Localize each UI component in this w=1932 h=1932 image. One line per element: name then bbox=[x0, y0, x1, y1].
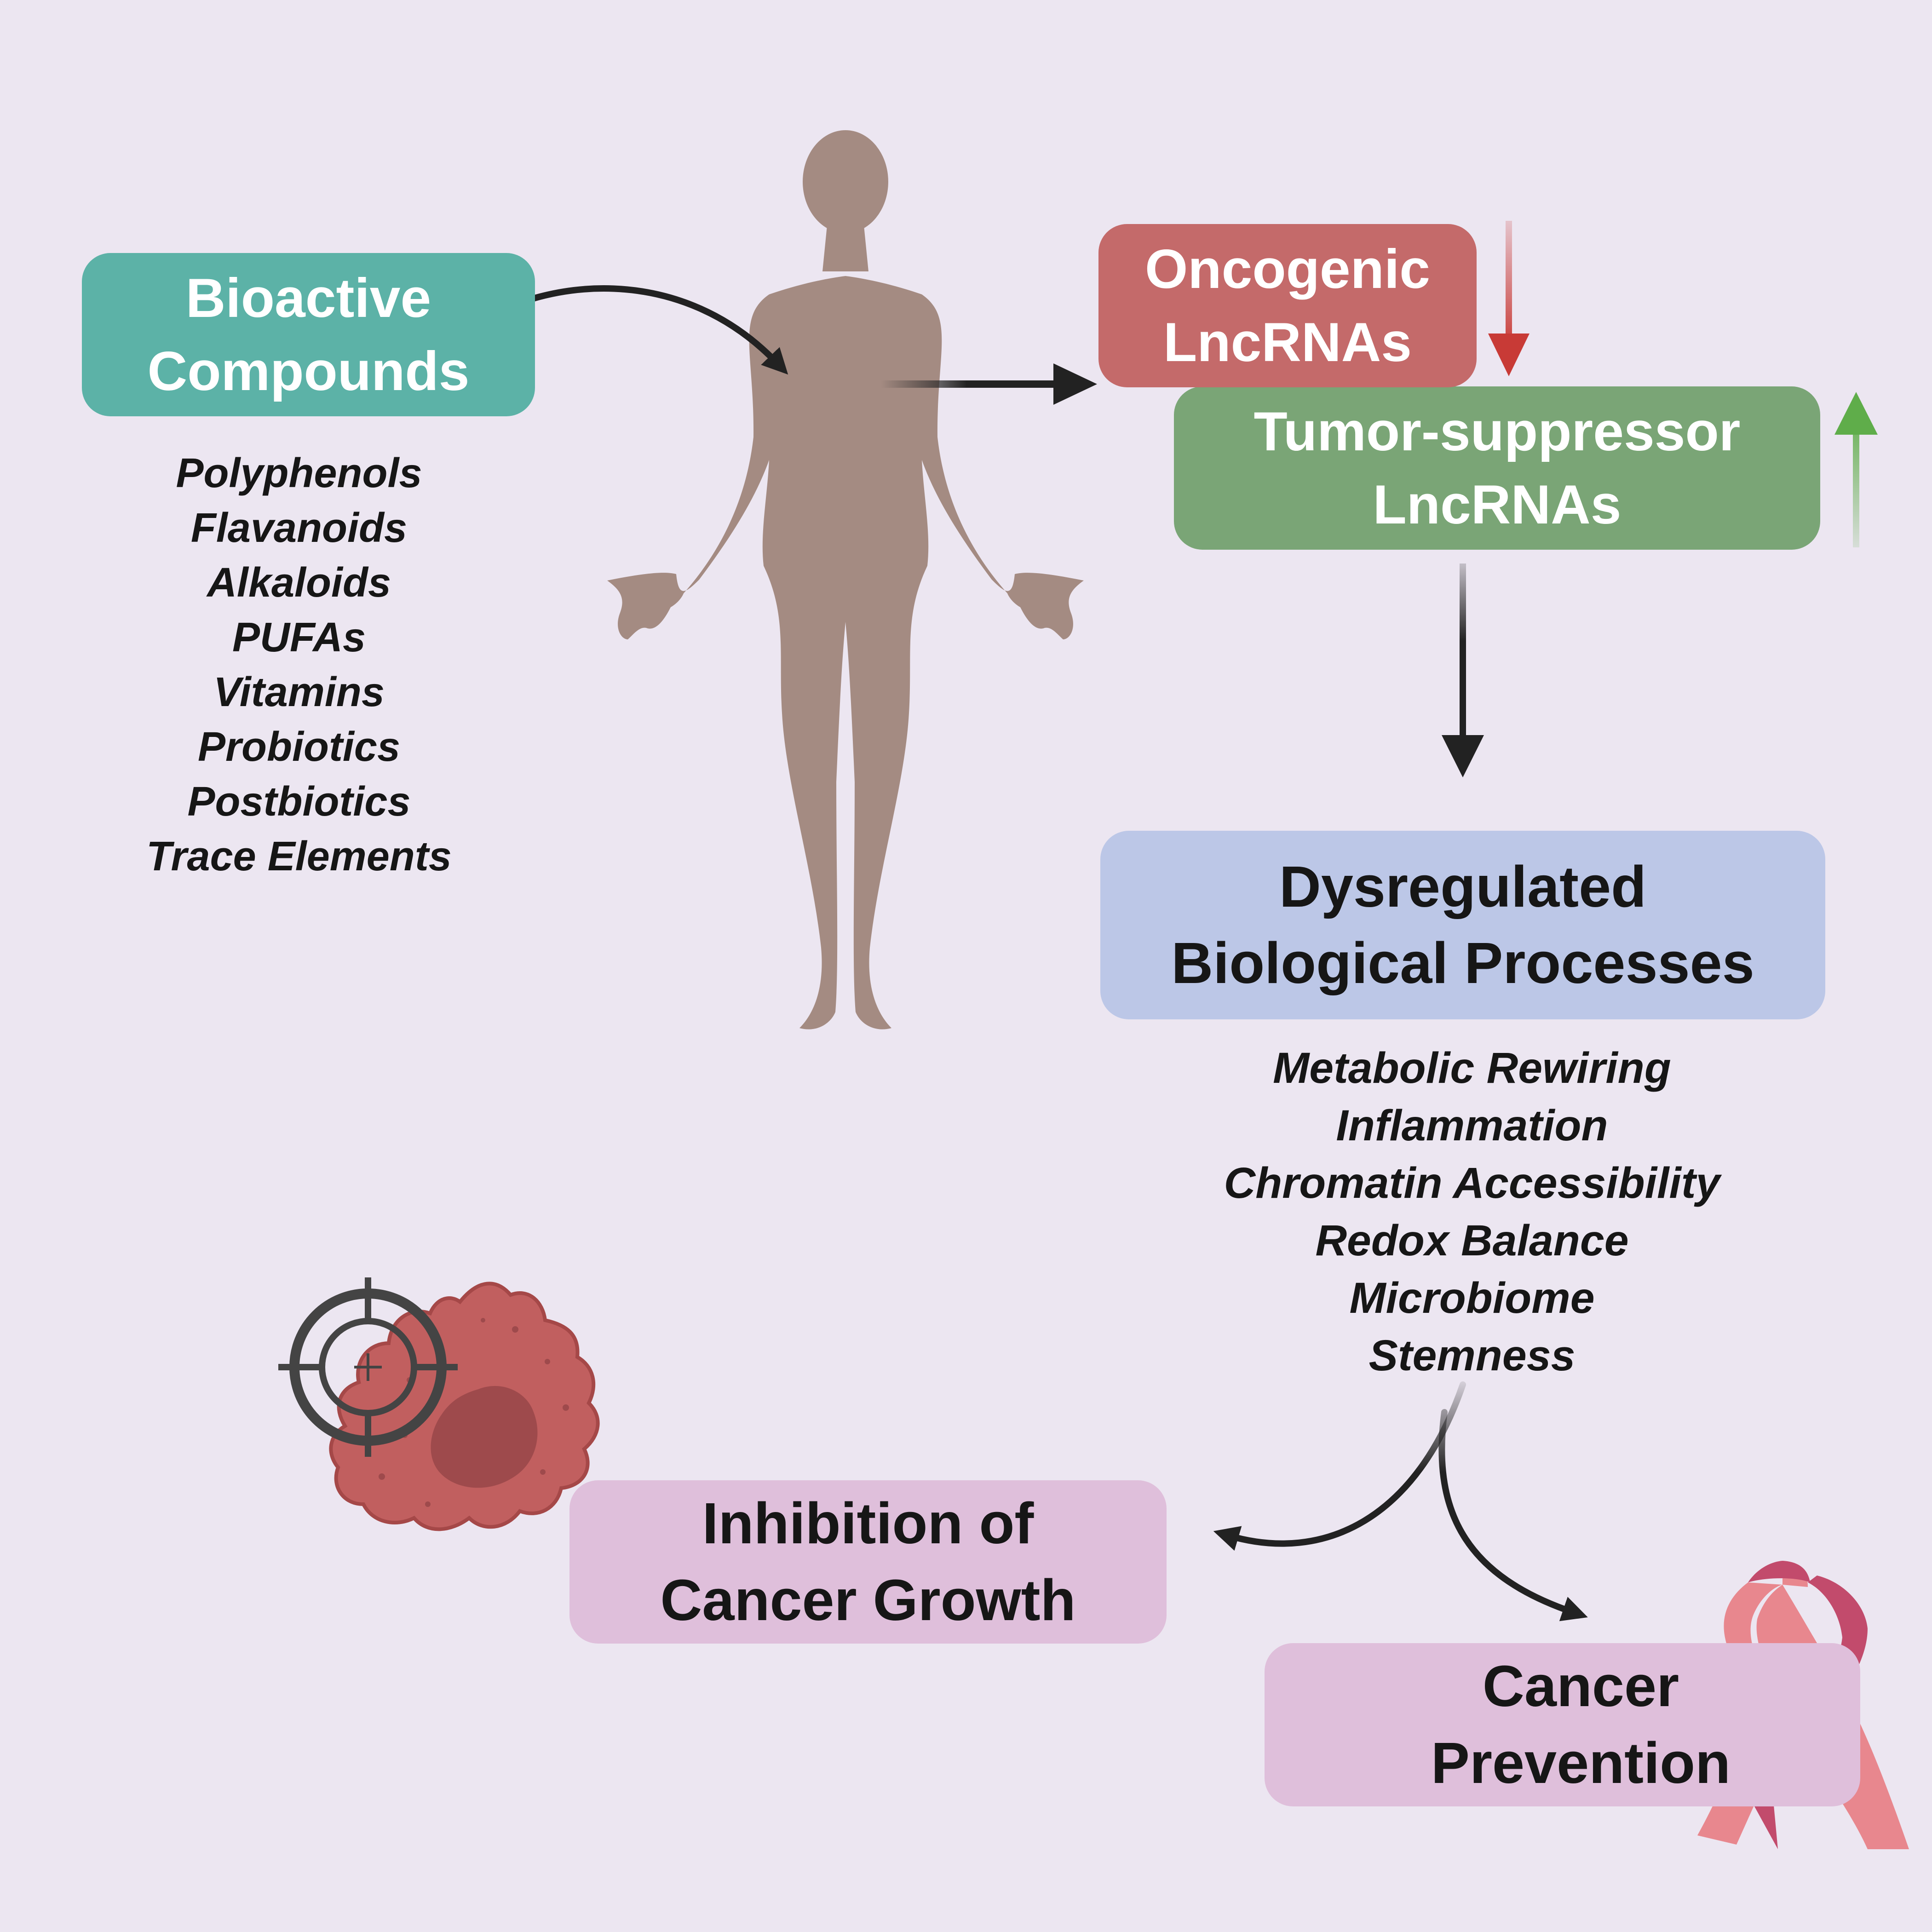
process-item: Stemness bbox=[1368, 1331, 1576, 1380]
dysregulated-line-1: Dysregulated bbox=[1279, 854, 1647, 919]
prevention-line-1: Cancer bbox=[1482, 1654, 1679, 1719]
process-list: Metabolic Rewiring Inflammation Chromati… bbox=[1178, 1040, 1766, 1385]
cancer-cell-icon bbox=[329, 1282, 600, 1531]
prevention-line-2: Prevention bbox=[1431, 1730, 1731, 1795]
target-crosshair-icon bbox=[278, 1277, 458, 1457]
body-to-lncrna-arrow bbox=[881, 363, 1097, 405]
inhibition-line-2: Cancer Growth bbox=[660, 1567, 1076, 1633]
process-item: Microbiome bbox=[1349, 1274, 1595, 1322]
oncogenic-line-1: Oncogenic bbox=[1144, 238, 1431, 300]
down-regulation-arrow bbox=[1488, 221, 1530, 376]
tumor-line-1: Tumor-suppressor bbox=[1254, 401, 1741, 463]
compound-list: Polyphenols Flavanoids Alkaloids PUFAs V… bbox=[69, 446, 529, 884]
compound-item: PUFAs bbox=[232, 615, 366, 661]
compound-item: Alkaloids bbox=[207, 560, 391, 606]
human-silhouette-icon bbox=[607, 130, 1084, 1029]
bioactive-compounds-box: Bioactive Compounds bbox=[82, 253, 535, 416]
inhibition-line-1: Inhibition of bbox=[702, 1491, 1034, 1556]
bioactive-line-1: Bioactive bbox=[185, 267, 431, 329]
tumor-line-2: LncRNAs bbox=[1373, 473, 1622, 535]
up-regulation-arrow bbox=[1834, 392, 1878, 547]
process-item: Redox Balance bbox=[1315, 1216, 1629, 1265]
process-item: Chromatin Accessibility bbox=[1224, 1159, 1720, 1208]
cancer-prevention-box: Cancer Prevention bbox=[1265, 1643, 1860, 1806]
compound-item: Polyphenols bbox=[176, 450, 422, 496]
oncogenic-line-2: LncRNAs bbox=[1163, 311, 1412, 373]
lncrna-to-processes-arrow bbox=[1442, 564, 1484, 777]
process-item: Inflammation bbox=[1336, 1101, 1608, 1150]
compound-item: Postbiotics bbox=[187, 779, 411, 825]
compound-item: Vitamins bbox=[213, 669, 385, 715]
compound-item: Flavanoids bbox=[190, 505, 408, 551]
processes-to-inhibition-arrow bbox=[1213, 1381, 1466, 1551]
inhibition-box: Inhibition of Cancer Growth bbox=[569, 1480, 1167, 1644]
compound-item: Trace Elements bbox=[146, 834, 452, 880]
compound-item: Probiotics bbox=[197, 724, 401, 770]
process-item: Metabolic Rewiring bbox=[1273, 1044, 1671, 1092]
tumor-suppressor-lncrna-box: Tumor-suppressor LncRNAs bbox=[1174, 386, 1820, 550]
oncogenic-lncrna-box: Oncogenic LncRNAs bbox=[1098, 224, 1477, 387]
bioactive-line-2: Compounds bbox=[147, 340, 470, 402]
dysregulated-line-2: Biological Processes bbox=[1171, 931, 1754, 995]
dysregulated-processes-box: Dysregulated Biological Processes bbox=[1100, 831, 1825, 1019]
processes-to-prevention-arrow bbox=[1438, 1409, 1588, 1622]
